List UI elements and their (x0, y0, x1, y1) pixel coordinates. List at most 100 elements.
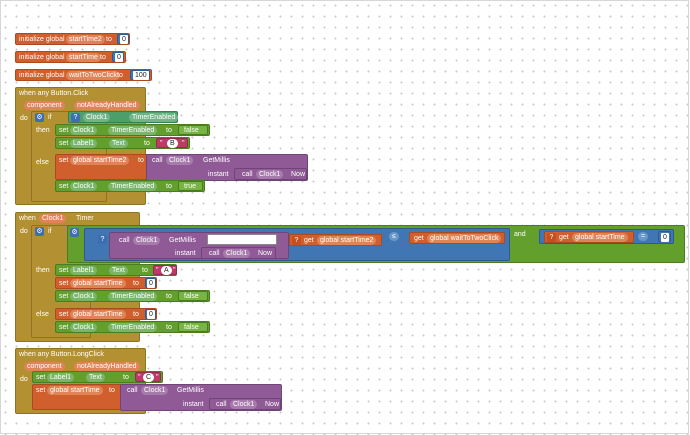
mutator-gear-icon[interactable]: ⚙ (35, 113, 44, 122)
to-label: to (133, 311, 139, 318)
number-block[interactable]: 0 (145, 309, 156, 319)
set-clock-timerenabled-block[interactable]: set Clock1 TimerEnabled to false (55, 124, 210, 136)
set-clock-timerenabled-block[interactable]: set Clock1 TimerEnabled to false (55, 321, 210, 333)
variable-dropdown[interactable]: global startTime (70, 310, 126, 319)
component-dropdown[interactable]: Clock1 (166, 156, 194, 165)
variable-dropdown[interactable]: global startTime (47, 386, 103, 395)
variable-dropdown[interactable]: global startTime (572, 233, 628, 242)
text-string-block[interactable]: " C " (135, 372, 161, 382)
event-header: when any Button.Click (19, 90, 89, 97)
init-global-starttime2-block[interactable]: initialize global startTime2 to 0 (15, 33, 130, 45)
clock-getmillis-call[interactable]: call Clock1 GetMillis instant call Clock… (120, 384, 282, 411)
component-dropdown[interactable]: Clock1 (141, 386, 169, 395)
component-dropdown[interactable]: Clock1 (133, 236, 161, 245)
property-dropdown[interactable]: TimerEnabled (108, 323, 158, 332)
to-label: to (123, 374, 129, 381)
compare-le-block[interactable]: ? call Clock1 GetMillis instant call Clo… (84, 228, 510, 261)
component-dropdown[interactable]: Clock1 (230, 400, 258, 409)
param-not-already-handled[interactable]: notAlreadyHandled (74, 362, 140, 371)
component-dropdown[interactable]: Label1 (70, 139, 98, 148)
variable-dropdown[interactable]: global startTime (70, 279, 126, 288)
text-field[interactable]: A (161, 266, 172, 275)
empty-input-slot[interactable] (207, 234, 277, 245)
component-dropdown[interactable]: Clock1 (70, 323, 98, 332)
set-label: set (59, 127, 69, 134)
number-block[interactable]: 0 (112, 52, 124, 62)
number-block[interactable]: 0 (145, 278, 156, 288)
component-dropdown[interactable]: Clock1 (70, 126, 98, 135)
text-string-block[interactable]: " B " (156, 138, 188, 148)
variable-dropdown[interactable]: global waitToTwoClick (427, 234, 502, 243)
set-global-starttime-block[interactable]: set global startTime to 0 (55, 277, 157, 289)
mutator-gear-icon[interactable]: ⚙ (35, 227, 44, 236)
boolean-false-block[interactable]: false (178, 322, 208, 332)
get-global-waittotwoclick[interactable]: get global waitToTwoClick (409, 232, 505, 244)
number-block[interactable]: 0 (658, 231, 671, 242)
set-label-text-block[interactable]: set Label1 Text to " A " (55, 264, 177, 276)
property-dropdown[interactable]: TimerEnabled (108, 182, 158, 191)
number-field[interactable]: 0 (115, 53, 123, 62)
clock-timerenabled-getter[interactable]: ? Clock1 TimerEnabled (68, 111, 179, 123)
variable-name-field[interactable]: waitToTwoClick (66, 71, 120, 80)
get-global-starttime2[interactable]: ? get global startTime2 (289, 234, 382, 246)
property-dropdown[interactable]: Text (109, 266, 128, 275)
component-dropdown[interactable]: Label1 (70, 266, 98, 275)
component-dropdown[interactable]: Clock1 (39, 214, 67, 223)
component-dropdown[interactable]: Clock1 (256, 170, 284, 179)
set-label: set (59, 157, 69, 164)
operator-dropdown[interactable]: = (638, 232, 649, 241)
boolean-true-block[interactable]: true (178, 181, 203, 191)
clock-getmillis-call[interactable]: call Clock1 GetMillis instant call Clock… (146, 154, 308, 181)
clock-getmillis-call[interactable]: call Clock1 GetMillis instant call Clock… (109, 232, 289, 259)
component-dropdown[interactable]: Clock1 (70, 182, 98, 191)
set-label-text-block[interactable]: set Label1 Text to " B " (55, 137, 190, 149)
number-field[interactable]: 0 (147, 279, 155, 288)
number-field[interactable]: 100 (133, 71, 149, 80)
text-string-block[interactable]: " A " (153, 265, 177, 275)
set-global-starttime2-block[interactable]: set global startTime2 to (55, 154, 149, 180)
clock-now-call[interactable]: call Clock1 Now (209, 398, 281, 410)
number-block[interactable]: 0 (117, 34, 129, 44)
operator-dropdown[interactable]: ≤ (389, 232, 399, 241)
if-label: if (48, 228, 52, 235)
number-field[interactable]: 0 (661, 233, 669, 242)
component-dropdown[interactable]: Clock1 (223, 249, 251, 258)
boolean-false-block[interactable]: false (178, 291, 208, 301)
variable-dropdown[interactable]: global startTime2 (70, 156, 130, 165)
number-field[interactable]: 0 (147, 310, 155, 319)
variable-name-field[interactable]: startTime (66, 53, 101, 62)
compare-eq-block[interactable]: ? get global startTime = 0 (539, 229, 674, 244)
number-block[interactable]: 100 (130, 70, 150, 80)
do-label: do (20, 228, 28, 235)
variable-name-field[interactable]: startTime2 (66, 35, 105, 44)
variable-dropdown[interactable]: global startTime2 (317, 236, 377, 245)
component-dropdown[interactable]: Clock1 (83, 113, 111, 122)
mutator-gear-icon[interactable]: ⚙ (70, 228, 79, 237)
init-global-starttime-block[interactable]: initialize global startTime to 0 (15, 51, 126, 63)
set-label: set (59, 267, 69, 274)
param-component[interactable]: component (24, 101, 65, 110)
param-component[interactable]: component (24, 362, 65, 371)
property-dropdown[interactable]: Text (109, 139, 128, 148)
number-field[interactable]: 0 (120, 35, 128, 44)
set-clock-timerenabled-block[interactable]: set Clock1 TimerEnabled to false (55, 290, 210, 302)
property-dropdown[interactable]: Text (86, 373, 105, 382)
text-field[interactable]: C (143, 373, 155, 382)
set-global-starttime-block[interactable]: set global startTime to (32, 384, 122, 410)
init-global-waittotwoclick-block[interactable]: initialize global waitToTwoClick to 100 (15, 69, 152, 81)
text-field[interactable]: B (167, 139, 178, 148)
clock-now-call[interactable]: call Clock1 Now (201, 247, 276, 259)
set-clock-timerenabled-block[interactable]: set Clock1 TimerEnabled to true (55, 180, 205, 192)
set-global-starttime-block[interactable]: set global startTime to 0 (55, 308, 157, 320)
event-header: when (19, 215, 36, 222)
property-dropdown[interactable]: TimerEnabled (108, 126, 158, 135)
boolean-false-block[interactable]: false (178, 125, 208, 135)
component-dropdown[interactable]: Label1 (47, 373, 75, 382)
clock-now-call[interactable]: call Clock1 Now (234, 168, 307, 180)
property-dropdown[interactable]: TimerEnabled (129, 113, 179, 122)
property-dropdown[interactable]: TimerEnabled (108, 292, 158, 301)
param-not-already-handled[interactable]: notAlreadyHandled (74, 101, 140, 110)
component-dropdown[interactable]: Clock1 (70, 292, 98, 301)
get-global-starttime[interactable]: ? get global startTime (544, 231, 634, 243)
set-label-text-block[interactable]: set Label1 Text to " C " (32, 371, 163, 383)
